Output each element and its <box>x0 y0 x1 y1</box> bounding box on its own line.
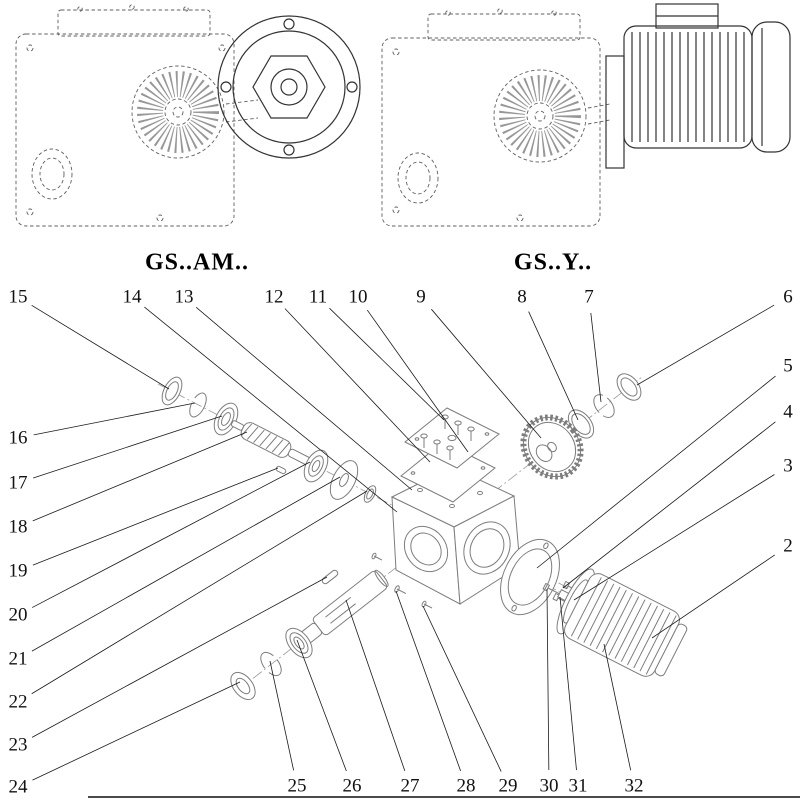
leader-line-29 <box>422 605 502 772</box>
callout-11: 11 <box>308 286 328 308</box>
leader-line-31 <box>559 596 577 771</box>
leader-line-20 <box>31 461 311 608</box>
callout-29: 29 <box>498 775 518 797</box>
leader-line-28 <box>395 590 461 772</box>
leader-line-10 <box>366 309 469 453</box>
leader-line-25 <box>269 660 295 771</box>
exploded-view <box>161 373 688 701</box>
callout-2: 2 <box>783 535 793 557</box>
callout-17: 17 <box>8 472 28 494</box>
cylindrical-pin <box>275 465 287 475</box>
worm-wheel-gear <box>520 414 584 480</box>
callout-28: 28 <box>456 775 476 797</box>
retaining-ring-gear <box>593 394 615 418</box>
leader-line-14 <box>144 306 398 513</box>
leader-line-11 <box>329 307 445 421</box>
leader-line-5 <box>536 375 776 569</box>
callout-3: 3 <box>783 455 793 477</box>
callout-20: 20 <box>8 604 28 626</box>
leader-line-30 <box>546 588 550 771</box>
leader-line-8 <box>528 311 579 421</box>
callout-26: 26 <box>342 775 362 797</box>
spacer-ring <box>363 485 377 503</box>
leader-line-21 <box>31 476 341 652</box>
leader-line-12 <box>284 308 431 463</box>
callout-9: 9 <box>416 286 426 308</box>
callout-6: 6 <box>783 286 793 308</box>
leader-line-23 <box>31 576 328 738</box>
shaft-key <box>321 569 339 585</box>
cover-plate <box>404 407 500 469</box>
gsam-housing-drawing <box>15 4 259 227</box>
gsam-output-flange <box>217 15 361 159</box>
callout-12: 12 <box>264 286 284 308</box>
leader-line-7 <box>590 312 602 403</box>
callout-25: 25 <box>287 775 307 797</box>
leader-line-3 <box>573 474 775 601</box>
set-screw-1 <box>394 585 407 594</box>
leader-line-32 <box>603 643 632 771</box>
leader-line-17 <box>33 415 223 479</box>
callout-7: 7 <box>584 286 594 308</box>
input-seal-ring <box>161 376 183 406</box>
model-label-gsam: GS..AM.. <box>145 249 249 276</box>
callout-24: 24 <box>8 776 28 798</box>
leader-line-15 <box>31 304 170 390</box>
callout-32: 32 <box>624 775 644 797</box>
model-label-gsy: GS..Y.. <box>513 249 593 276</box>
output-shaft <box>297 569 389 646</box>
callout-10: 10 <box>348 286 368 308</box>
motor-flange-ring <box>500 538 560 616</box>
callout-4: 4 <box>783 401 793 423</box>
callout-31: 31 <box>568 775 588 797</box>
set-screw-2 <box>421 600 433 609</box>
leader-line-22 <box>31 490 368 695</box>
callout-27: 27 <box>400 775 420 797</box>
leader-line-27 <box>345 599 406 772</box>
cover-screws <box>420 414 475 460</box>
callout-22: 22 <box>8 691 28 713</box>
output-bearing <box>285 627 313 659</box>
callout-23: 23 <box>8 734 28 756</box>
leader-lines <box>31 304 776 781</box>
input-retaining-ring <box>189 392 207 418</box>
motor <box>556 568 688 677</box>
worm-bearing <box>303 449 329 483</box>
leader-line-2 <box>651 554 775 639</box>
leader-line-13 <box>195 307 413 491</box>
leader-line-4 <box>562 421 776 589</box>
input-bearing <box>213 402 239 436</box>
leader-line-18 <box>32 431 248 522</box>
callout-19: 19 <box>8 560 28 582</box>
leader-line-26 <box>296 639 347 772</box>
callout-14: 14 <box>122 286 142 308</box>
leader-line-9 <box>431 308 542 439</box>
gsy-motor <box>605 3 791 169</box>
callout-16: 16 <box>8 427 28 449</box>
callout-15: 15 <box>8 286 28 308</box>
leader-line-16 <box>33 402 196 436</box>
set-screw-3 <box>371 552 383 561</box>
gsy-housing-drawing <box>381 8 611 227</box>
callout-8: 8 <box>517 286 527 308</box>
shim-disc <box>329 460 359 500</box>
callout-13: 13 <box>174 286 194 308</box>
leader-line-24 <box>32 681 241 781</box>
output-retaining-ring <box>260 651 282 677</box>
leader-line-6 <box>636 304 775 386</box>
output-washer <box>230 671 256 701</box>
output-seal-ring <box>616 373 642 401</box>
leader-line-19 <box>32 467 279 566</box>
callout-30: 30 <box>539 775 559 797</box>
callout-5: 5 <box>783 355 793 377</box>
callout-21: 21 <box>8 648 28 670</box>
callout-18: 18 <box>8 516 28 538</box>
